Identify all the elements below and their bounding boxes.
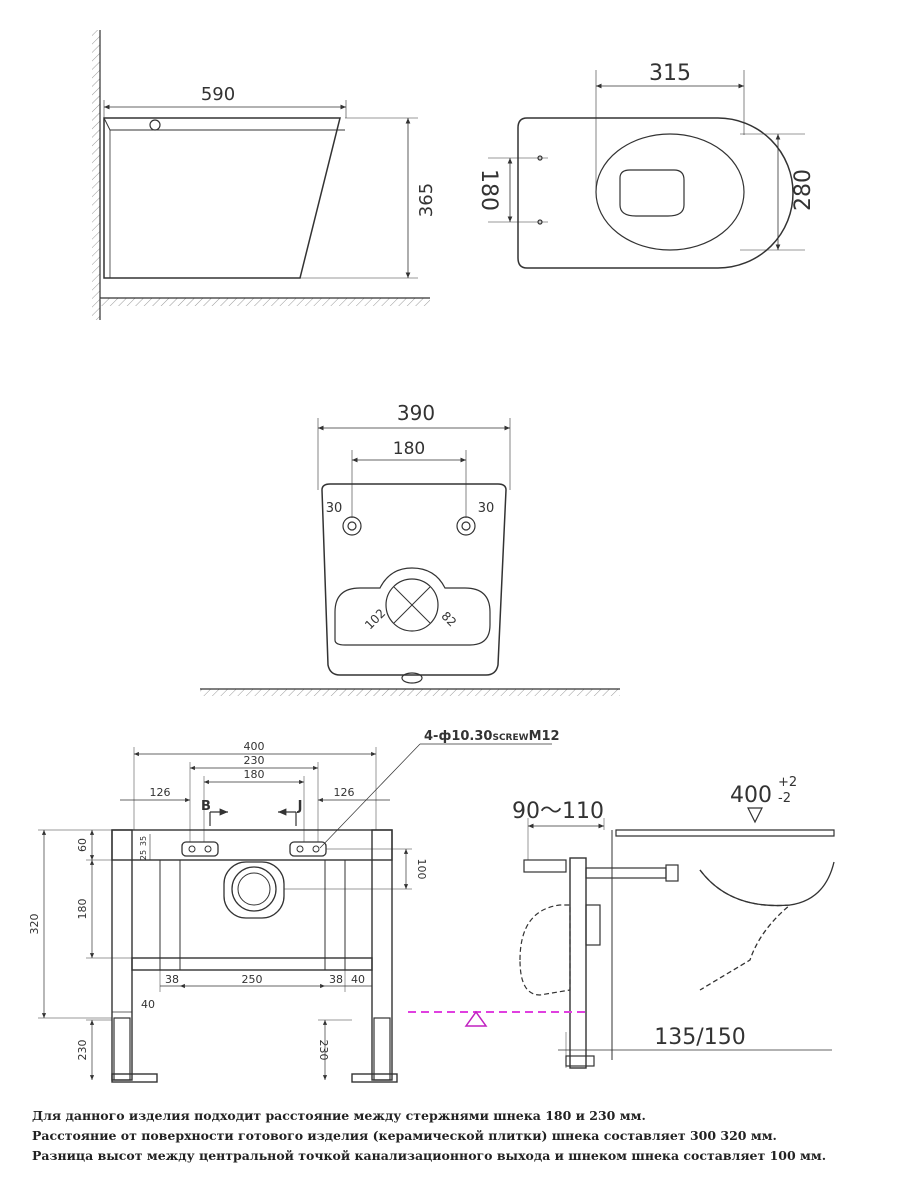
top-width-label: 315 [649,61,691,86]
top-view [488,70,805,269]
floor-hatch [100,298,430,306]
frame-bottom-38-right: 38 [329,973,343,986]
frame-dim-100: 100 [415,859,428,880]
back-view [200,418,620,696]
side-height-label-400: 400 [730,783,772,808]
drain-left-label: 102 [362,606,388,632]
frame-inner-left [159,859,181,971]
seat-outline [517,117,794,269]
frame-right-offset: 126 [334,786,355,799]
toilet-body [103,117,341,279]
frame-bottom-40-left: 40 [141,998,155,1011]
frame-bottom-rail [131,957,373,971]
pipe-size-label: 135/150 [654,1025,745,1050]
frame-left-post [111,829,133,1081]
frame-left-offset: 126 [150,786,171,799]
bracket-right [289,841,327,857]
frame-bottom-250: 250 [242,973,263,986]
back-outline [321,483,507,676]
side-width-label: 590 [201,84,235,105]
frame-inner-right [324,859,346,971]
anchor-rod [585,867,667,879]
side-post [569,857,587,1069]
hole-right-label: 30 [478,501,495,516]
tol-minus-label: -2 [778,791,791,806]
drain-recess [334,567,491,646]
frame-dim-25: 25 [139,850,148,860]
bowl-outline [595,133,745,251]
back-bolt-label: 180 [393,439,425,459]
section-b-label: B [201,799,211,814]
frame-bottom-40-right: 40 [351,973,365,986]
bracket-left [181,841,219,857]
frame-right-post [371,829,393,1081]
drain-outlet [385,578,439,632]
top-bolt-label: 180 [476,169,501,211]
frame-inner-spacing: 230 [244,754,265,767]
screw-spec-label: 4-ф10.30SCREWM12 [424,729,560,744]
tol-plus-label: +2 [778,775,797,790]
leg-left-230: 230 [76,1040,89,1061]
frame-front-view [38,743,552,1083]
note-line-1: Для данного изделия подходит расстояние … [32,1108,646,1123]
frame-dim-35: 35 [139,836,148,846]
note-line-2: Расстояние от поверхности готового издел… [32,1128,777,1143]
frame-bolt-spacing: 180 [244,768,265,781]
frame-top-rail [111,829,393,861]
frame-dim-60: 60 [76,838,89,852]
flush-button-icon [149,119,161,131]
frame-dim-180: 180 [76,899,89,920]
frame-top-width: 400 [244,740,265,753]
side-distance-label: 90～110 [512,799,604,824]
bolt-hole-left [342,516,362,536]
frame-side-view [408,807,835,1069]
back-width-label: 390 [397,401,435,425]
top-depth-label: 280 [791,169,816,211]
bowl-drain [619,169,685,217]
side-view [92,30,430,320]
leg-right-230: 230 [317,1040,330,1061]
note-line-3: Разница высот между центральной точкой к… [32,1148,827,1163]
section-j-label: J [297,799,303,814]
wall-hatch [92,30,100,320]
side-height-label: 365 [416,183,437,217]
bolt-hole-right [456,516,476,536]
drain-right-label: 82 [438,609,459,630]
drain-level-icon [464,1010,488,1027]
frame-outlet [223,861,285,919]
frame-bottom-38-left: 38 [165,973,179,986]
hole-left-label: 30 [326,501,343,516]
frame-height-320: 320 [28,914,41,935]
